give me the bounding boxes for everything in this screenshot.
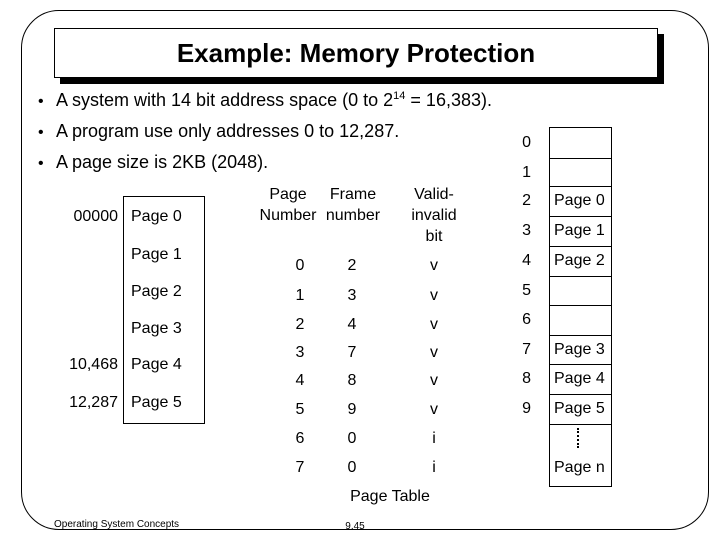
frame-number-8: 8 — [522, 370, 531, 387]
bullet-2-text: A program use only addresses 0 to 12,287… — [56, 121, 400, 141]
frame-number-5: 5 — [522, 282, 531, 299]
header-valid-bit-3: bit — [425, 228, 443, 245]
frame-divider — [549, 394, 612, 395]
pt-bit-5: v — [430, 401, 438, 418]
physical-memory-box — [549, 127, 612, 487]
bullet-2: • A program use only addresses 0 to 12,28… — [38, 121, 399, 142]
bullet-1-exponent: 14 — [393, 90, 406, 102]
frame-divider — [549, 158, 612, 159]
pt-bit-4: v — [430, 372, 438, 389]
logical-page-0: Page 0 — [131, 208, 182, 225]
address-page4: 10,468 — [69, 356, 118, 373]
header-frame-number-2: number — [325, 207, 381, 224]
bullet-dot-icon: • — [38, 124, 44, 141]
logical-memory-box — [123, 196, 205, 424]
bullet-3: • A page size is 2KB (2048). — [38, 152, 268, 173]
address-start: 00000 — [73, 208, 119, 225]
pt-bit-0: v — [430, 257, 438, 274]
frame-divider — [549, 305, 612, 306]
frame-divider — [549, 364, 612, 365]
bullet-1-text: A system with 14 bit address space (0 to… — [56, 90, 394, 110]
header-frame-number-1: Frame — [329, 186, 377, 203]
pt-page-7: 7 — [295, 459, 305, 476]
pt-frame-2: 4 — [347, 316, 357, 333]
pt-page-2: 2 — [295, 316, 305, 333]
pt-frame-5: 9 — [347, 401, 357, 418]
pt-page-4: 4 — [295, 372, 305, 389]
frame-number-3: 3 — [522, 222, 531, 239]
pt-bit-3: v — [430, 344, 438, 361]
pt-page-1: 1 — [295, 287, 305, 304]
bullet-dot-icon: • — [38, 155, 44, 172]
frame-divider — [549, 335, 612, 336]
pt-page-0: 0 — [295, 257, 305, 274]
bullet-1-text-end: = 16,383). — [405, 90, 492, 110]
frame-number-7: 7 — [522, 341, 531, 358]
pt-frame-0: 2 — [347, 257, 357, 274]
pt-page-6: 6 — [295, 430, 305, 447]
footer-course: Operating System Concepts — [54, 519, 180, 530]
header-valid-bit-2: invalid — [411, 207, 457, 224]
frame-content-7: Page 3 — [554, 341, 605, 358]
pt-bit-1: v — [430, 287, 438, 304]
logical-page-3: Page 3 — [131, 320, 182, 337]
frame-content-8: Page 4 — [554, 370, 605, 387]
ellipsis-icon — [577, 428, 583, 448]
bullet-1: • A system with 14 bit address space (0 t… — [38, 90, 492, 111]
logical-page-1: Page 1 — [131, 246, 182, 263]
frame-content-last: Page n — [554, 459, 605, 476]
frame-divider — [549, 246, 612, 247]
frame-number-1: 1 — [522, 164, 531, 181]
frame-divider — [549, 186, 612, 187]
logical-page-2: Page 2 — [131, 283, 182, 300]
header-valid-bit-1: Valid- — [414, 186, 454, 203]
address-end: 12,287 — [69, 394, 118, 411]
pt-frame-7: 0 — [347, 459, 357, 476]
logical-page-5: Page 5 — [131, 394, 182, 411]
frame-number-9: 9 — [522, 400, 531, 417]
header-page-number-1: Page — [269, 186, 307, 203]
slide-frame — [21, 10, 709, 530]
pt-page-3: 3 — [295, 344, 305, 361]
bullet-3-text: A page size is 2KB (2048). — [56, 152, 269, 172]
frame-number-4: 4 — [522, 252, 531, 269]
logical-page-4: Page 4 — [131, 356, 182, 373]
pt-frame-3: 7 — [347, 344, 357, 361]
pt-frame-1: 3 — [347, 287, 357, 304]
frame-divider — [549, 216, 612, 217]
frame-number-2: 2 — [522, 192, 531, 209]
frame-divider — [549, 424, 612, 425]
bullet-dot-icon: • — [38, 93, 44, 110]
footer-page-number: 9.45 — [345, 521, 365, 532]
frame-content-4: Page 2 — [554, 252, 605, 269]
frame-content-2: Page 0 — [554, 192, 605, 209]
pt-page-5: 5 — [295, 401, 305, 418]
pt-bit-7: i — [432, 459, 436, 476]
pt-frame-6: 0 — [347, 430, 357, 447]
page-table-caption: Page Table — [350, 488, 430, 505]
pt-bit-2: v — [430, 316, 438, 333]
frame-divider — [549, 276, 612, 277]
pt-frame-4: 8 — [347, 372, 357, 389]
frame-content-9: Page 5 — [554, 400, 605, 417]
header-page-number-2: Number — [259, 207, 317, 224]
frame-number-0: 0 — [522, 134, 531, 151]
pt-bit-6: i — [432, 430, 436, 447]
frame-number-6: 6 — [522, 311, 531, 328]
slide-title: Example: Memory Protection — [54, 28, 658, 78]
frame-content-3: Page 1 — [554, 222, 605, 239]
